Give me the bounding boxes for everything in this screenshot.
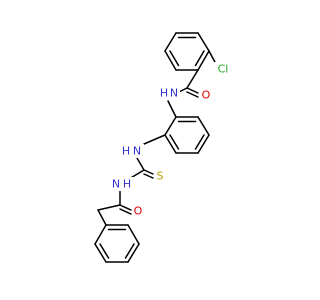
- amide-oxygen-bottom-label: O: [134, 205, 143, 218]
- amide-h-top-label: H: [160, 87, 168, 100]
- bond: [99, 243, 110, 259]
- bond: [167, 100, 177, 118]
- bond: [197, 134, 210, 154]
- bond: [94, 243, 107, 263]
- thiourea-h-upper-label: H: [122, 145, 130, 158]
- bond: [127, 224, 140, 245]
- chlorine-label: Cl: [218, 63, 229, 76]
- bond: [119, 204, 132, 211]
- amide-n-top-label: N: [170, 87, 178, 100]
- bond: [119, 208, 132, 215]
- bond: [124, 243, 135, 259]
- molecule-structure-diagram: Cl O H N H N S N: [94, 32, 234, 263]
- bond: [164, 50, 177, 71]
- bond: [164, 116, 177, 136]
- thiourea-n-lower-label: N: [112, 178, 120, 191]
- thiourea-nh-lower-atom: N H: [110, 177, 134, 191]
- bond: [97, 209, 107, 226]
- amide-oxygen-top-atom: O: [200, 88, 212, 102]
- amide-oxygen-top-label: O: [202, 89, 211, 102]
- bond: [186, 91, 199, 98]
- bond: [136, 157, 145, 171]
- thiourea-h-lower-label: H: [123, 178, 131, 191]
- bond: [97, 204, 121, 211]
- chlorine-atom: Cl: [212, 62, 234, 76]
- thiourea-n-upper-label: N: [133, 145, 141, 158]
- molecule-canvas: Cl O H N H N S N: [94, 32, 234, 263]
- bond: [197, 50, 210, 71]
- bond: [197, 32, 210, 52]
- bond: [169, 50, 180, 67]
- bond: [94, 224, 107, 245]
- bond: [208, 50, 217, 65]
- bond: [164, 32, 177, 52]
- bond: [143, 134, 166, 145]
- atom-labels: Cl O H N H N S N: [110, 62, 234, 218]
- bond: [186, 69, 199, 89]
- amide-nh-top-atom: H N: [158, 86, 180, 100]
- bond: [143, 169, 154, 175]
- bond: [164, 134, 177, 154]
- thiourea-sulfur-label: S: [157, 170, 164, 183]
- bond: [186, 87, 199, 94]
- bond: [169, 134, 180, 150]
- bond: [194, 50, 205, 67]
- thiourea-nh-upper-atom: H N: [120, 144, 144, 158]
- bond: [197, 116, 210, 136]
- bonds: [94, 32, 217, 263]
- amide-oxygen-bottom-atom: O: [132, 204, 144, 218]
- bond: [127, 243, 140, 263]
- thiourea-sulfur-atom: S: [154, 169, 166, 183]
- bond: [194, 134, 205, 150]
- bond: [143, 173, 154, 179]
